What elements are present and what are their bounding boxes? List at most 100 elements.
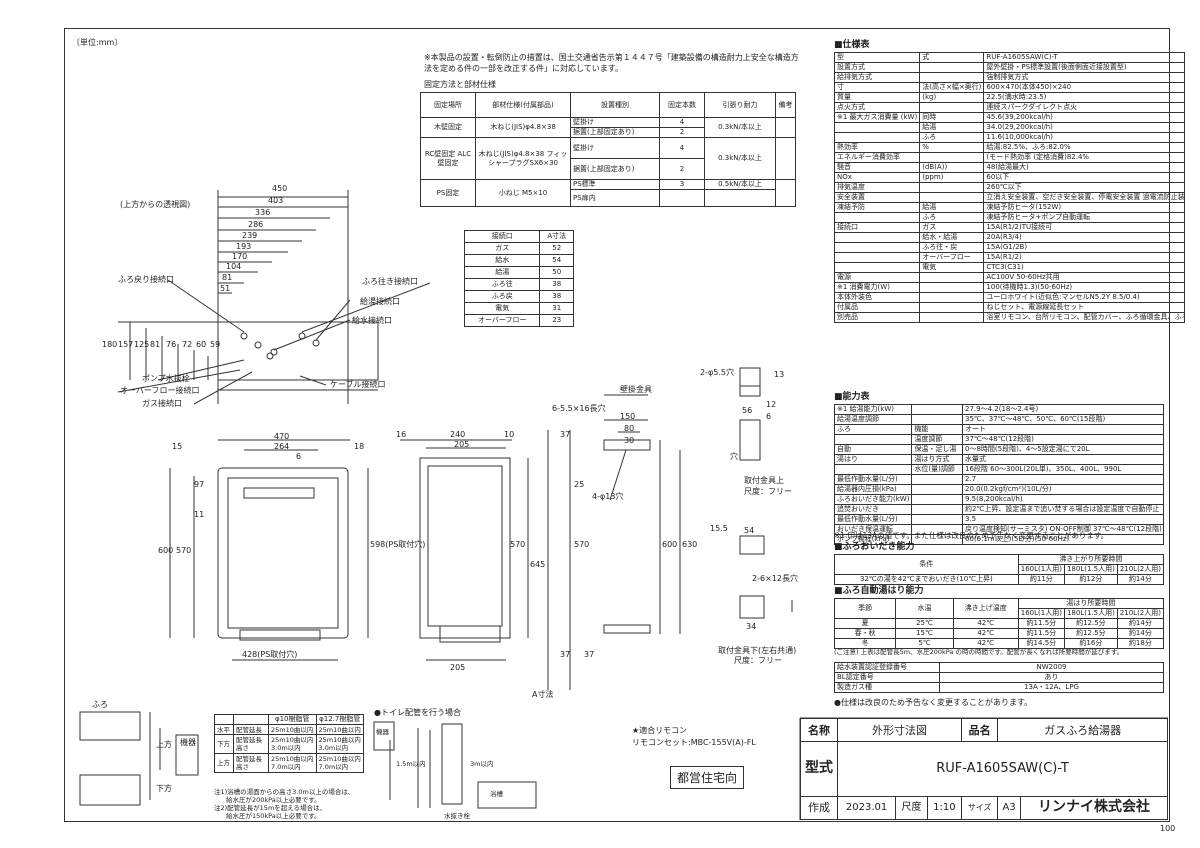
perf-sublabel: 温度調節 bbox=[911, 434, 963, 445]
pipe-cell: 下方 bbox=[214, 734, 234, 754]
pipe-cell: 25m10曲以内 3.0m以内 bbox=[315, 734, 364, 754]
label-water-supply: 給水接続口 bbox=[352, 316, 392, 325]
bracket-top-scale: 尺度：フリー bbox=[744, 487, 792, 496]
piping-label-up: 上方 bbox=[156, 740, 172, 749]
fix-r4-c1: 小ねじ M5×10 bbox=[475, 179, 571, 207]
bracket-bottom-label: 取付金具下(左右共通) bbox=[718, 646, 797, 655]
spec-value: 260℃以下 bbox=[983, 182, 1186, 193]
tb-model-value: RUF-A1605SAW(C)-T bbox=[837, 741, 1168, 797]
yuhari-title: ■ふろ自動湯はり能力 bbox=[834, 586, 924, 596]
spec-value: 15A(R1/2)TU接続可 bbox=[983, 222, 1186, 233]
top-vdim: 125 bbox=[134, 340, 150, 349]
top-vdim: 180 bbox=[102, 340, 118, 349]
spec-row: 熱効率%給湯:82.5%、ふろ:82.0% bbox=[833, 142, 1186, 153]
oidaki-cell: 32℃の湯を42℃までおいだき(10℃上昇) bbox=[834, 574, 1019, 585]
spec-value: 600×470(本体450)×240 bbox=[983, 82, 1186, 93]
spec-sublabel bbox=[919, 72, 985, 83]
spec-value: RUF-A1605SAW(C)-T bbox=[983, 52, 1186, 63]
pipe-cell: 25m10曲以内 bbox=[315, 724, 364, 735]
perf-sublabel: 保温・足し湯 bbox=[911, 444, 963, 455]
pipe-cell: 配管延長 bbox=[233, 724, 269, 735]
top-vdim: 76 bbox=[166, 340, 177, 349]
oidaki-sub: 210L(2人用) bbox=[1116, 564, 1165, 575]
top-dim: 336 bbox=[255, 208, 271, 217]
perf-value: オート bbox=[962, 424, 1164, 435]
spec-value: 給湯:82.5%、ふろ:82.0% bbox=[983, 142, 1186, 153]
perf-value: 35℃、37℃～48℃、50℃、60℃(15段階) bbox=[962, 414, 1164, 425]
drain-title: ●トイレ配管を行う場合 bbox=[374, 708, 461, 717]
perf-row: 最低作動水量(L/分)2.7 bbox=[833, 474, 1164, 485]
spec-row: 点火方式連続スパークダイレクト点火 bbox=[833, 102, 1186, 113]
bracket-top-dim: 穴 bbox=[730, 452, 738, 461]
yuhari-cell: 約14分 bbox=[1116, 628, 1165, 639]
spec-sublabel: 同時 bbox=[919, 112, 985, 123]
tb-model-label: 型式 bbox=[800, 741, 838, 797]
perf-value: 9.5(8,200kcal/h) bbox=[962, 494, 1164, 505]
tb-company: リンナイ株式会社 bbox=[1020, 795, 1168, 821]
bracket-top-dim: 2-φ5.5穴 bbox=[700, 368, 734, 377]
perf-row: 給湯温度調節 35℃、37℃～48℃、50℃、60℃(15段階) bbox=[833, 414, 1164, 425]
perf-value: 37℃～48℃(12段階) bbox=[962, 434, 1164, 445]
fix-table-title: 固定方法と部材仕様 bbox=[424, 80, 496, 89]
yuhari-cell: 5℃ bbox=[895, 638, 954, 649]
perf-label: 追焚おいだき bbox=[833, 504, 913, 515]
top-dim: 104 bbox=[226, 262, 242, 271]
front-dim: 18 bbox=[354, 442, 365, 451]
top-vdim: 157 bbox=[118, 340, 134, 349]
side-dim: 10 bbox=[504, 430, 515, 439]
yuhari-h: 季節 bbox=[833, 598, 897, 619]
pipe-h: φ10樹脂管 bbox=[268, 714, 317, 725]
spec-row: 設置方式屋外壁掛・PS標準設置(後面側面近接設置型) bbox=[833, 62, 1186, 73]
side-dim: 205 bbox=[450, 663, 466, 672]
perf-label: 給湯温度調節 bbox=[833, 414, 913, 425]
pipe-cell: 上方 bbox=[214, 753, 234, 773]
top-dim: 51 bbox=[220, 284, 231, 293]
yuhari-sub: 210L(2人用) bbox=[1116, 608, 1165, 619]
yuhari-cell: 約11.5分 bbox=[1017, 618, 1065, 629]
oidaki-cell: 約14分 bbox=[1116, 574, 1165, 585]
perf-row: ふろおいだき能力(kW)9.5(8,200kcal/h) bbox=[833, 494, 1164, 505]
yuhari-cell: 約16分 bbox=[1063, 638, 1118, 649]
perf-sublabel bbox=[911, 504, 963, 515]
front-dim: 600 bbox=[158, 546, 174, 555]
perf-label: 自動 bbox=[833, 444, 913, 455]
drain-label: 水抜き栓 bbox=[444, 812, 470, 820]
fix-r4-c0: PS固定 bbox=[420, 179, 476, 207]
perf-sublabel bbox=[911, 494, 963, 505]
yuhari-cell: 約11.5分 bbox=[1017, 628, 1065, 639]
spec-sublabel: % bbox=[919, 142, 985, 153]
yuhari-sub: 160L(1人用) bbox=[1017, 608, 1065, 619]
spec-label bbox=[833, 242, 921, 253]
spec-sublabel bbox=[919, 282, 985, 293]
perf-sublabel: 湯はり方式 bbox=[911, 454, 963, 465]
label-furo-return: ふろ戻り接続口 bbox=[118, 275, 174, 284]
spec-label: 接続口 bbox=[833, 222, 921, 233]
spec-value: 22.5(満水時:23.5) bbox=[983, 92, 1186, 103]
label-gas: ガス接続口 bbox=[142, 399, 182, 408]
pipe-cell: 25m10曲以内 7.0m以内 bbox=[315, 753, 364, 773]
spec-value: 強制排気方式 bbox=[983, 72, 1186, 83]
spec-sublabel bbox=[919, 102, 985, 113]
spec-sublabel bbox=[919, 272, 985, 283]
perf-row: 最低作動水量(L/分)3.5 bbox=[833, 514, 1164, 525]
side-dim: 37 bbox=[560, 430, 571, 439]
spec-sublabel bbox=[919, 302, 985, 313]
spec-label: 設置方式 bbox=[833, 62, 921, 73]
spec-sublabel bbox=[919, 182, 985, 193]
spec-label: ※1 消費電力(W) bbox=[833, 282, 921, 293]
perf-label: ふろ bbox=[833, 424, 913, 435]
perf-note: ※1 印は13Aの値です。また仕様は改良のため予告なく変更することがあります。 bbox=[834, 531, 1109, 540]
bracket-bottom-dim: 34 bbox=[746, 622, 757, 631]
yuhari-cell: 約12.5分 bbox=[1063, 618, 1118, 629]
yuhari-h: 沸き上げ温度 bbox=[952, 598, 1019, 619]
